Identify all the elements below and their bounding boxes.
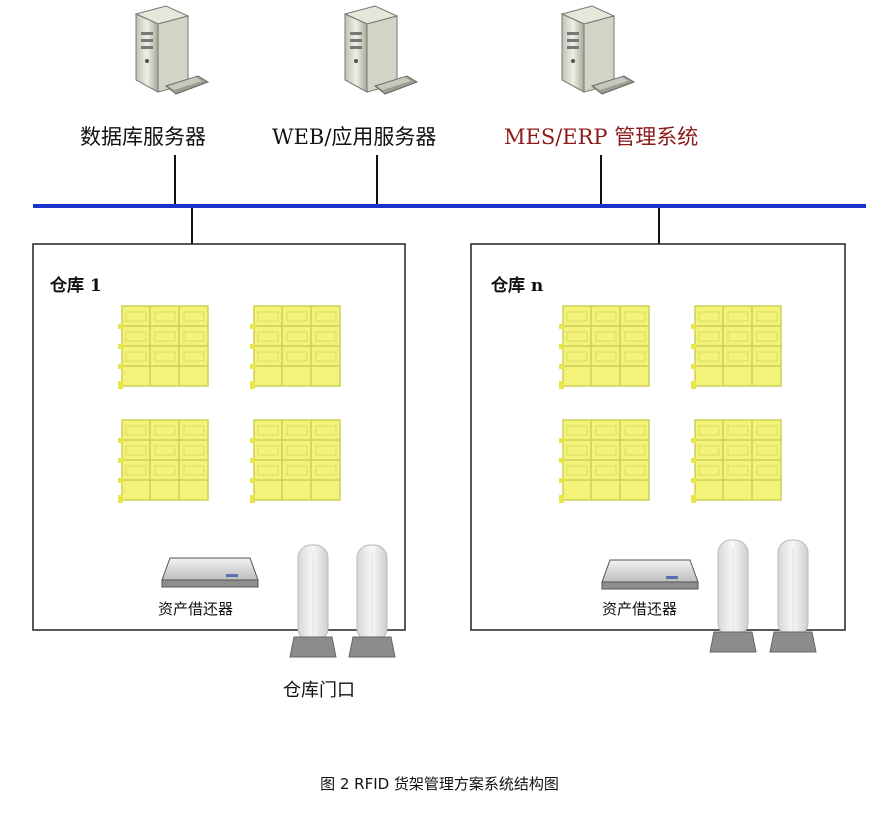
warehouse-n-title: 仓库 n bbox=[491, 276, 544, 296]
shelf-rack-icon bbox=[117, 305, 209, 390]
shelf-rack-icon bbox=[558, 419, 650, 504]
shelf-rack-icon bbox=[249, 419, 341, 504]
rfid-gate-icon bbox=[709, 539, 757, 653]
connection-lines bbox=[174, 155, 660, 244]
asset-lending-device-label: 资产借还器 bbox=[602, 600, 678, 618]
asset-lending-device-label: 资产借还器 bbox=[158, 600, 234, 618]
web-server-icon bbox=[344, 5, 418, 95]
database-server-label: 数据库服务器 bbox=[80, 125, 206, 149]
rfid-gate-icon bbox=[769, 539, 817, 653]
web-server-label: WEB/应用服务器 bbox=[272, 125, 437, 149]
figure-caption: 图 2 RFID 货架管理方案系统结构图 bbox=[320, 775, 559, 793]
mes-erp-system-label: MES/ERP 管理系统 bbox=[504, 125, 699, 149]
shelf-rack-icon bbox=[249, 305, 341, 390]
shelf-rack-icon bbox=[690, 419, 782, 504]
warehouse-1-title: 仓库 1 bbox=[50, 276, 102, 296]
rfid-reader-icon bbox=[601, 559, 699, 590]
mes-erp-server-icon bbox=[561, 5, 635, 95]
warehouse-door-label: 仓库门口 bbox=[283, 680, 355, 701]
rfid-reader-icon bbox=[161, 557, 259, 588]
database-server-icon bbox=[135, 5, 209, 95]
warehouse-n-box bbox=[470, 243, 846, 631]
rfid-gate-icon bbox=[289, 544, 337, 658]
shelf-rack-icon bbox=[558, 305, 650, 390]
rfid-gate-icon bbox=[348, 544, 396, 658]
warehouse-1-box bbox=[32, 243, 406, 631]
shelf-rack-icon bbox=[690, 305, 782, 390]
shelf-rack-icon bbox=[117, 419, 209, 504]
